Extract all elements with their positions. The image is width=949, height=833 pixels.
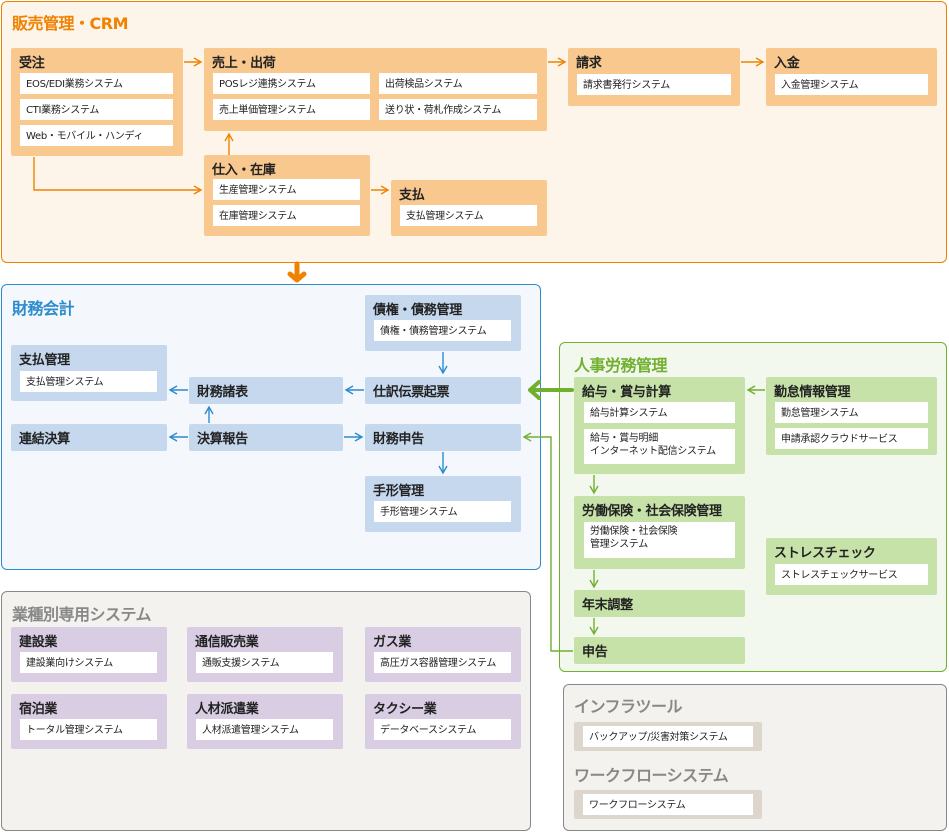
statements-group: 財務諸表 bbox=[189, 377, 343, 404]
salary-item-calc: 給与計算システム bbox=[584, 402, 735, 423]
gas-title: ガス業 bbox=[373, 635, 412, 650]
purchase-group: 仕入・在庫 生産管理システム 在庫管理システム bbox=[204, 155, 370, 236]
hr-filing-title: 申告 bbox=[582, 645, 608, 660]
purchase-title: 仕入・在庫 bbox=[212, 163, 276, 178]
order-item-eos: EOS/EDI業務システム bbox=[20, 73, 173, 94]
salary-item-statement-line2: インターネット配信システム bbox=[590, 446, 716, 457]
insurance-item-line1: 労働保険・社会保険 bbox=[590, 526, 678, 537]
yearend-title: 年末調整 bbox=[582, 598, 633, 613]
insurance-item: 労働保険・社会保険 管理システム bbox=[584, 522, 735, 558]
consolidated-title: 連結決算 bbox=[19, 432, 70, 447]
sales-item-unitprice: 売上単価管理システム bbox=[213, 99, 370, 120]
arrow-hr-finance bbox=[528, 380, 574, 400]
yearend-group: 年末調整 bbox=[574, 590, 745, 617]
mailorder-item: 通販支援システム bbox=[196, 652, 333, 673]
arrow-order-purchase bbox=[33, 157, 203, 195]
salary-item-statement-line1: 給与・賞与明細 bbox=[590, 433, 658, 444]
sales-group: 売上・出荷 POSレジ連携システム 出荷検品システム 売上単価管理システム 送り… bbox=[204, 48, 547, 131]
taxfiling-title: 財務申告 bbox=[373, 432, 424, 447]
stress-item: ストレスチェックサービス bbox=[775, 564, 928, 585]
journal-group: 仕訳伝票起票 bbox=[365, 377, 521, 404]
billing-group: 請求 請求書発行システム bbox=[568, 48, 740, 106]
credit-title: 債権・債務管理 bbox=[373, 303, 462, 318]
taxi-item: データベースシステム bbox=[374, 719, 511, 740]
bills-item: 手形管理システム bbox=[374, 501, 511, 522]
infra-item-box: バックアップ/災害対策システム bbox=[574, 722, 762, 751]
industry-group-hotel: 宿泊業 トータル管理システム bbox=[11, 694, 167, 749]
construction-title: 建設業 bbox=[19, 635, 58, 650]
industry-section-title: 業種別専用システム bbox=[12, 605, 152, 624]
billing-item: 請求書発行システム bbox=[577, 74, 731, 95]
purchase-item-inventory: 在庫管理システム bbox=[213, 205, 360, 226]
paymgmt-group: 支払管理 支払管理システム bbox=[11, 345, 167, 401]
sales-item-pos: POSレジ連携システム bbox=[213, 73, 370, 94]
consolidated-group: 連結決算 bbox=[11, 424, 167, 451]
billing-title: 請求 bbox=[576, 56, 602, 71]
attendance-group: 勤怠情報管理 勤怠管理システム 申請承認クラウドサービス bbox=[766, 377, 937, 455]
insurance-item-line2: 管理システム bbox=[590, 539, 648, 550]
infra-section: インフラツール バックアップ/災害対策システム ワークフローシステム ワークフロ… bbox=[563, 684, 947, 831]
attendance-item-cloud: 申請承認クラウドサービス bbox=[775, 428, 928, 449]
order-item-web: Web・モバイル・ハンディ bbox=[20, 125, 173, 146]
construction-item: 建設業向けシステム bbox=[20, 652, 157, 673]
taxi-title: タクシー業 bbox=[373, 702, 437, 717]
hotel-title: 宿泊業 bbox=[19, 702, 58, 717]
payment-title: 支払 bbox=[399, 188, 425, 203]
insurance-title: 労働保険・社会保険管理 bbox=[582, 504, 722, 519]
staffing-title: 人材派遣業 bbox=[195, 702, 259, 717]
order-group: 受注 EOS/EDI業務システム CTI業務システム Web・モバイル・ハンディ bbox=[11, 48, 183, 156]
sales-item-waybill: 送り状・荷札作成システム bbox=[379, 99, 537, 120]
credit-item: 債権・債務管理システム bbox=[374, 320, 511, 341]
crm-section-title: 販売管理・CRM bbox=[12, 14, 129, 33]
journal-title: 仕訳伝票起票 bbox=[373, 385, 450, 400]
workflow-title: ワークフローシステム bbox=[574, 766, 729, 785]
workflow-item-box: ワークフローシステム bbox=[574, 790, 762, 819]
hotel-item: トータル管理システム bbox=[20, 719, 157, 740]
industry-group-mailorder: 通信販売業 通販支援システム bbox=[187, 627, 343, 682]
stress-title: ストレスチェック bbox=[774, 546, 876, 561]
order-title: 受注 bbox=[19, 56, 45, 71]
industry-group-taxi: タクシー業 データベースシステム bbox=[365, 694, 521, 749]
industry-group-construction: 建設業 建設業向けシステム bbox=[11, 627, 167, 682]
salary-item-statement: 給与・賞与明細 インターネット配信システム bbox=[584, 429, 735, 464]
statements-title: 財務諸表 bbox=[197, 385, 248, 400]
paymgmt-title: 支払管理 bbox=[19, 353, 70, 368]
stress-group: ストレスチェック ストレスチェックサービス bbox=[766, 538, 937, 595]
payment-group: 支払 支払管理システム bbox=[391, 180, 547, 236]
paymgmt-item: 支払管理システム bbox=[20, 371, 157, 392]
infra-item: バックアップ/災害対策システム bbox=[583, 726, 753, 747]
sales-item-inspection: 出荷検品システム bbox=[379, 73, 537, 94]
industry-group-staffing: 人材派遣業 人材派遣管理システム bbox=[187, 694, 343, 749]
bills-title: 手形管理 bbox=[373, 484, 424, 499]
gas-item: 高圧ガス容器管理システム bbox=[374, 652, 511, 673]
mailorder-title: 通信販売業 bbox=[195, 635, 259, 650]
receipt-title: 入金 bbox=[774, 56, 800, 71]
taxfiling-group: 財務申告 bbox=[365, 424, 521, 451]
settlement-title: 決算報告 bbox=[197, 432, 248, 447]
staffing-item: 人材派遣管理システム bbox=[196, 719, 333, 740]
settlement-group: 決算報告 bbox=[189, 424, 343, 451]
attendance-title: 勤怠情報管理 bbox=[774, 385, 851, 400]
arrow-crm-finance bbox=[287, 261, 307, 283]
industry-group-gas: ガス業 高圧ガス容器管理システム bbox=[365, 627, 521, 682]
receipt-group: 入金 入金管理システム bbox=[766, 48, 937, 106]
arrow-filing-taxfiling bbox=[522, 432, 573, 652]
payment-item: 支払管理システム bbox=[400, 205, 537, 226]
attendance-item-mgmt: 勤怠管理システム bbox=[775, 402, 928, 423]
finance-section-title: 財務会計 bbox=[12, 299, 75, 318]
insurance-group: 労働保険・社会保険管理 労働保険・社会保険 管理システム bbox=[574, 496, 745, 569]
salary-group: 給与・賞与計算 給与計算システム 給与・賞与明細 インターネット配信システム bbox=[574, 377, 745, 474]
hr-filing-group: 申告 bbox=[574, 637, 745, 664]
hr-section-title: 人事労務管理 bbox=[574, 356, 668, 375]
purchase-item-production: 生産管理システム bbox=[213, 179, 360, 200]
receipt-item: 入金管理システム bbox=[775, 74, 928, 95]
infra-title: インフラツール bbox=[574, 697, 683, 716]
sales-title: 売上・出荷 bbox=[212, 56, 276, 71]
bills-group: 手形管理 手形管理システム bbox=[365, 476, 521, 532]
salary-title: 給与・賞与計算 bbox=[582, 385, 671, 400]
credit-group: 債権・債務管理 債権・債務管理システム bbox=[365, 295, 521, 351]
workflow-item: ワークフローシステム bbox=[583, 794, 753, 815]
order-item-cti: CTI業務システム bbox=[20, 99, 173, 120]
